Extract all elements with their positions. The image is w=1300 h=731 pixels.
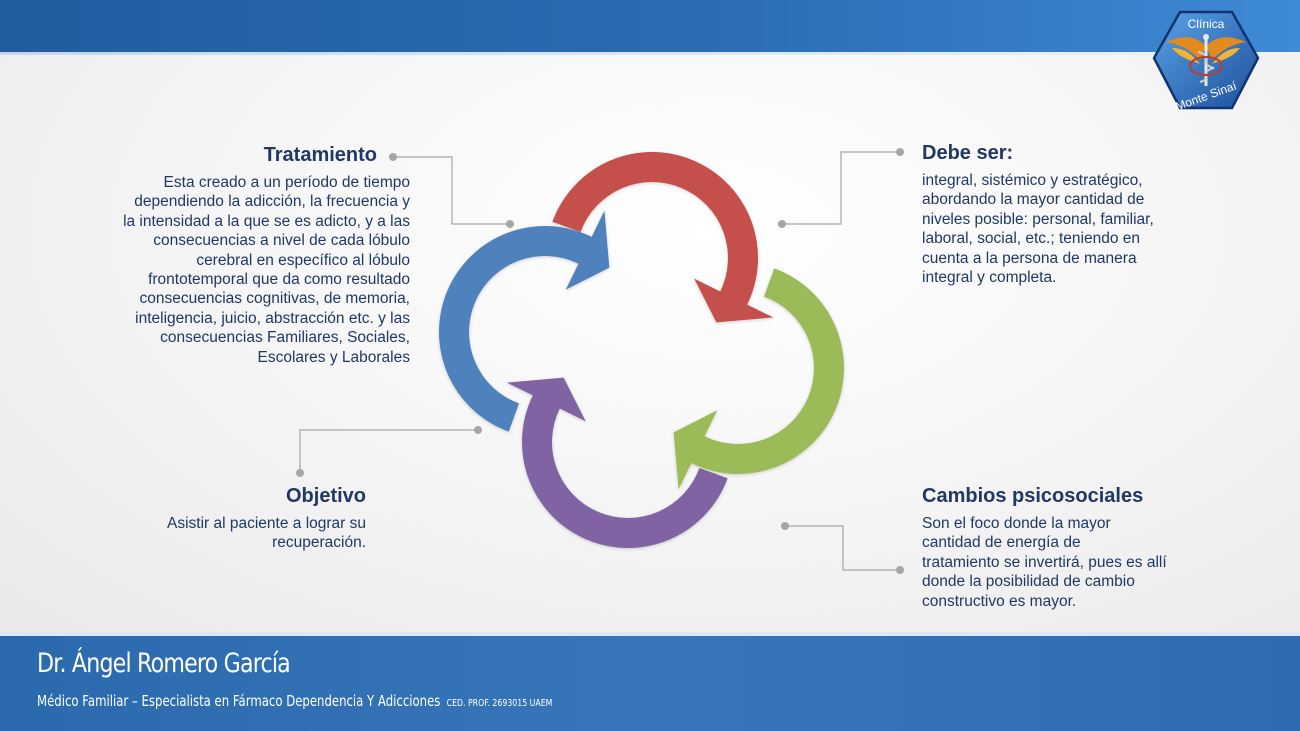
text-line: cantidad de energía de [922, 534, 1081, 552]
objetivo-text: Asistir al paciente a lograr su recuperac… [110, 514, 366, 553]
purple-cycle-arrow [506, 377, 728, 548]
debe-ser-block: Debe ser: integral, sistémico y estratég… [922, 142, 1212, 287]
text-line: Escolares y Laborales [257, 348, 411, 366]
connector-dot [296, 469, 304, 477]
connector-dot [506, 220, 514, 228]
red-cycle-arrow [552, 152, 774, 323]
objetivo-block: Objetivo Asistir al paciente a lograr su… [110, 485, 366, 553]
tratamiento-heading: Tratamiento [263, 144, 377, 166]
text-line: cerebral en específico al lóbulo [196, 251, 410, 269]
objetivo-heading: Objetivo [285, 485, 366, 507]
text-line: inteligencia, juicio, abstracción etc. y… [135, 309, 410, 327]
clinic-logo: Clínica Monte Sinaí [1152, 10, 1260, 114]
cambios-block: Cambios psicosociales Son el foco donde … [922, 485, 1222, 611]
connector-dot [474, 426, 482, 434]
doctor-specialty: Médico Familiar – Especialista en Fármac… [37, 692, 441, 710]
connector-dot [778, 220, 786, 228]
connector-dot [389, 153, 397, 161]
logo-text-top: Clínica [1188, 17, 1225, 31]
doctor-name: Dr. Ángel Romero García [37, 648, 291, 679]
blue-cycle-arrow [439, 210, 610, 432]
text-line: cuenta a la persona de manera [922, 249, 1137, 267]
text-line: dependiendo la adicción, la frecuencia y [134, 193, 410, 211]
text-line: la intensidad a la que se es adicto, y a… [123, 212, 410, 230]
connector-dot [896, 148, 904, 156]
text-line: Esta creado a un período de tiempo [163, 174, 410, 191]
doctor-specialty-line: Médico Familiar – Especialista en Fármac… [37, 692, 552, 710]
connector-debe-ser [782, 151, 900, 225]
tratamiento-text: Esta creado a un período de tiempo depend… [70, 173, 410, 367]
text-line: Son el foco donde la mayor [922, 515, 1111, 532]
top-banner [0, 0, 1300, 55]
text-line: consecuencias a nivel de cada lóbulo [153, 232, 410, 250]
footer-banner [0, 632, 1300, 731]
green-cycle-arrow [673, 268, 845, 490]
text-line: niveles posible: personal, familiar, [922, 210, 1154, 228]
text-line: consecuencias Familiares, Sociales, [160, 329, 410, 347]
text-line: recuperación. [272, 534, 366, 552]
connector-tratamiento [393, 156, 510, 225]
professional-credential: CED. PROF. 2693015 UAEM [446, 698, 553, 709]
debe-ser-heading: Debe ser: [922, 142, 1014, 164]
debe-ser-text: integral, sistémico y estratégico, aborda… [922, 171, 1212, 287]
connector-cambios [785, 525, 900, 571]
cambios-heading: Cambios psicosociales [922, 485, 1144, 507]
text-line: tratamiento se invertirá, pues es allí [922, 553, 1167, 571]
text-line: frontotemporal que da como resultado [148, 271, 410, 289]
text-line: integral y completa. [922, 269, 1057, 287]
text-line: donde la posibilidad de cambio [922, 573, 1135, 591]
connector-dot [781, 522, 789, 530]
text-line: abordando la mayor cantidad de [922, 191, 1145, 209]
text-line: consecuencias cognitivas, de memoria, [139, 290, 410, 308]
text-line: integral, sistémico y estratégico, [922, 172, 1143, 189]
text-line: laboral, social, etc.; teniendo en [922, 230, 1140, 248]
cambios-text: Son el foco donde la mayor cantidad de en… [922, 514, 1222, 611]
connector-dot [896, 566, 904, 574]
connector-objetivo [299, 429, 478, 473]
text-line: Asistir al paciente a lograr su [166, 515, 366, 532]
tratamiento-block: Tratamiento Esta creado a un período de … [70, 144, 410, 367]
text-line: constructivo es mayor. [922, 592, 1077, 610]
